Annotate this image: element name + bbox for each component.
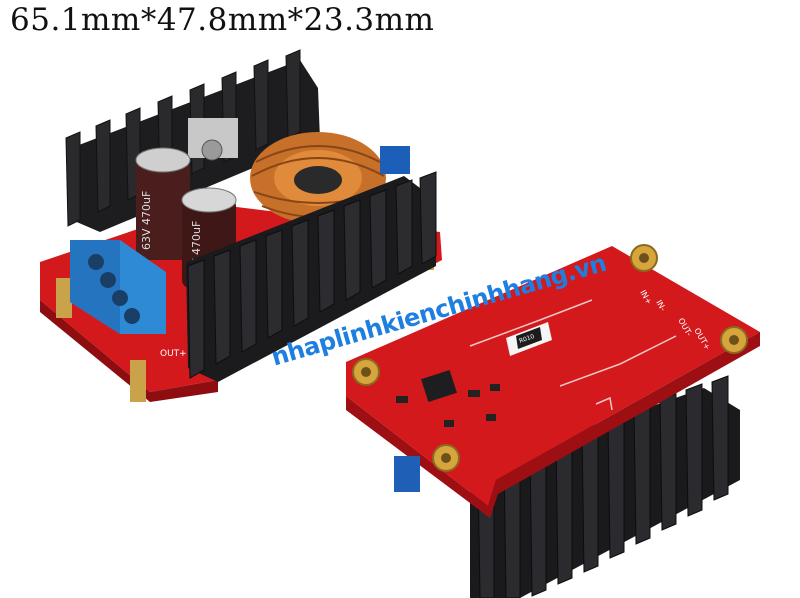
bottom-heatsink [470, 375, 740, 598]
trimmer-side [394, 456, 420, 492]
right-pcb [346, 246, 760, 506]
dimensions-title: 65.1mm*47.8mm*23.3mm [10, 2, 435, 38]
left-standoff [130, 360, 146, 402]
terminal-block [70, 240, 166, 334]
brass-nut [432, 444, 460, 472]
front-heatsink [186, 171, 437, 382]
right-module: R010 IN+ IN- [346, 244, 760, 598]
brass-nut [720, 326, 748, 354]
mounting-screw [201, 139, 223, 161]
brass-nut [352, 358, 380, 386]
brass-nut [630, 244, 658, 272]
left-standoff [56, 278, 72, 318]
left-module: 63V 470uF 63V 470uF [40, 49, 442, 402]
control-ic [421, 369, 457, 403]
smd-resistor: R010 [506, 322, 552, 356]
svg-text:R010: R010 [518, 333, 535, 345]
capacitor-left: 63V 470uF [135, 147, 191, 260]
svg-text:63V 470uF: 63V 470uF [140, 191, 153, 250]
trimmer-potentiometer [380, 146, 410, 174]
pin-label-out: OUT+ [160, 349, 187, 359]
